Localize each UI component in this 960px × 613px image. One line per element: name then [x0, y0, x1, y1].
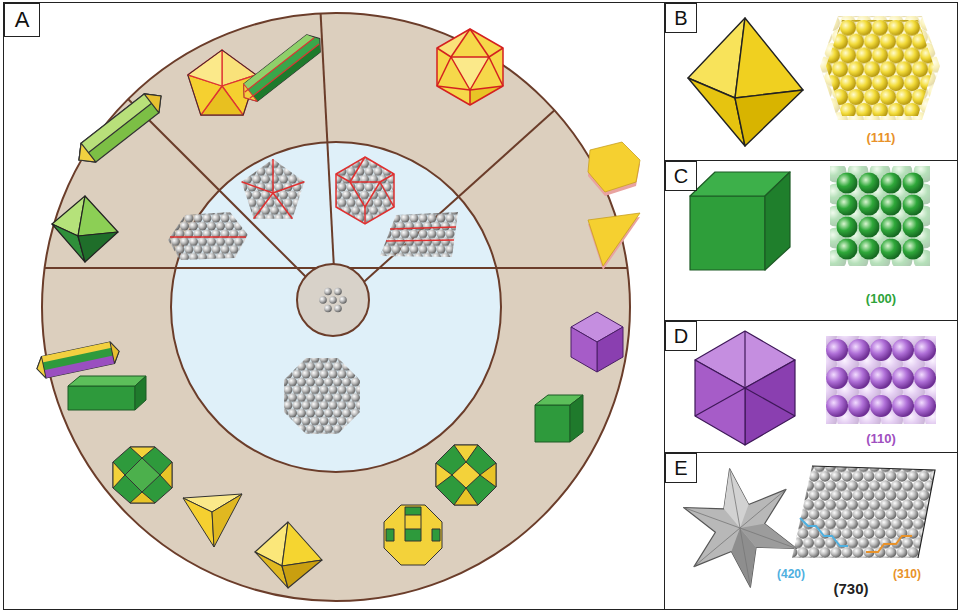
panel-box: A [3, 2, 665, 610]
panel-letter: D [665, 321, 697, 351]
miller-index-label: (420) [777, 568, 805, 581]
miller-index-label: (110) [866, 432, 896, 446]
panel-box: B (111) [664, 2, 958, 161]
panel-letter: E [665, 453, 697, 483]
panel-box: E (420) (730) (310) [664, 452, 958, 610]
miller-index-label: (111) [867, 131, 896, 145]
panel-box: D (110) [664, 320, 958, 453]
miller-index-label: (730) [833, 581, 868, 598]
miller-index-label: (310) [893, 568, 921, 581]
panel-letter: A [4, 3, 40, 37]
panel-box: C (100) [664, 160, 958, 321]
miller-index-label: (100) [866, 292, 896, 306]
panel-letter: B [665, 3, 697, 33]
panel-letter: C [665, 161, 697, 191]
